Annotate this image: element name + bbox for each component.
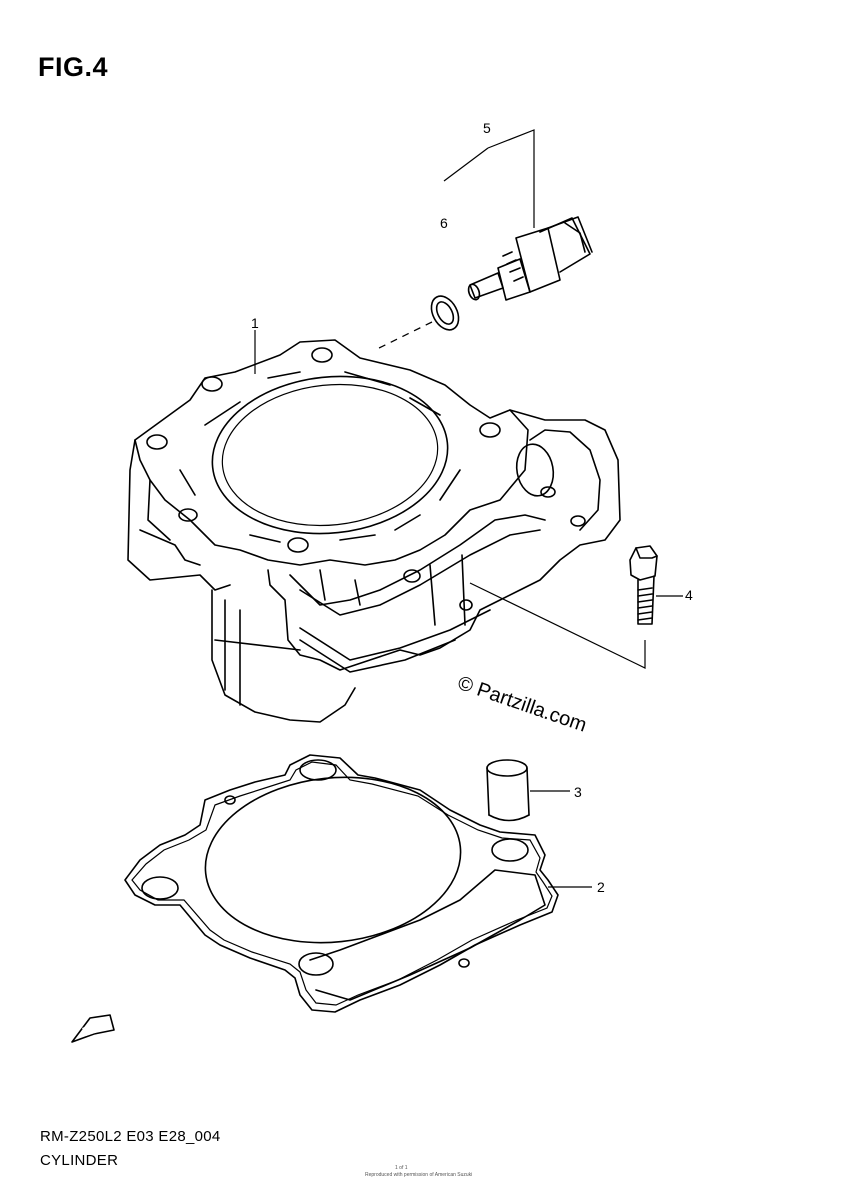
section-name: CYLINDER <box>40 1152 119 1169</box>
callout-4: 4 <box>685 587 693 603</box>
callout-3: 3 <box>574 784 582 800</box>
callout-2: 2 <box>597 879 605 895</box>
page-reference: 1 of 1 <box>395 1165 408 1171</box>
base-gasket <box>124 754 592 1013</box>
diagram-code: RM-Z250L2 E03 E28_004 <box>40 1128 221 1145</box>
dowel-pin <box>486 759 570 822</box>
callout-5: 5 <box>483 120 491 136</box>
callout-6: 6 <box>440 215 448 231</box>
copyright-note: Reproduced with permission of American S… <box>365 1172 473 1178</box>
forward-arrow-icon <box>71 1014 115 1043</box>
cylinder-bolt <box>469 545 683 669</box>
figure-title: FIG.4 <box>38 52 109 82</box>
callout-1: 1 <box>251 315 259 331</box>
sensor-assembly <box>374 129 593 351</box>
cylinder-block <box>127 330 621 723</box>
